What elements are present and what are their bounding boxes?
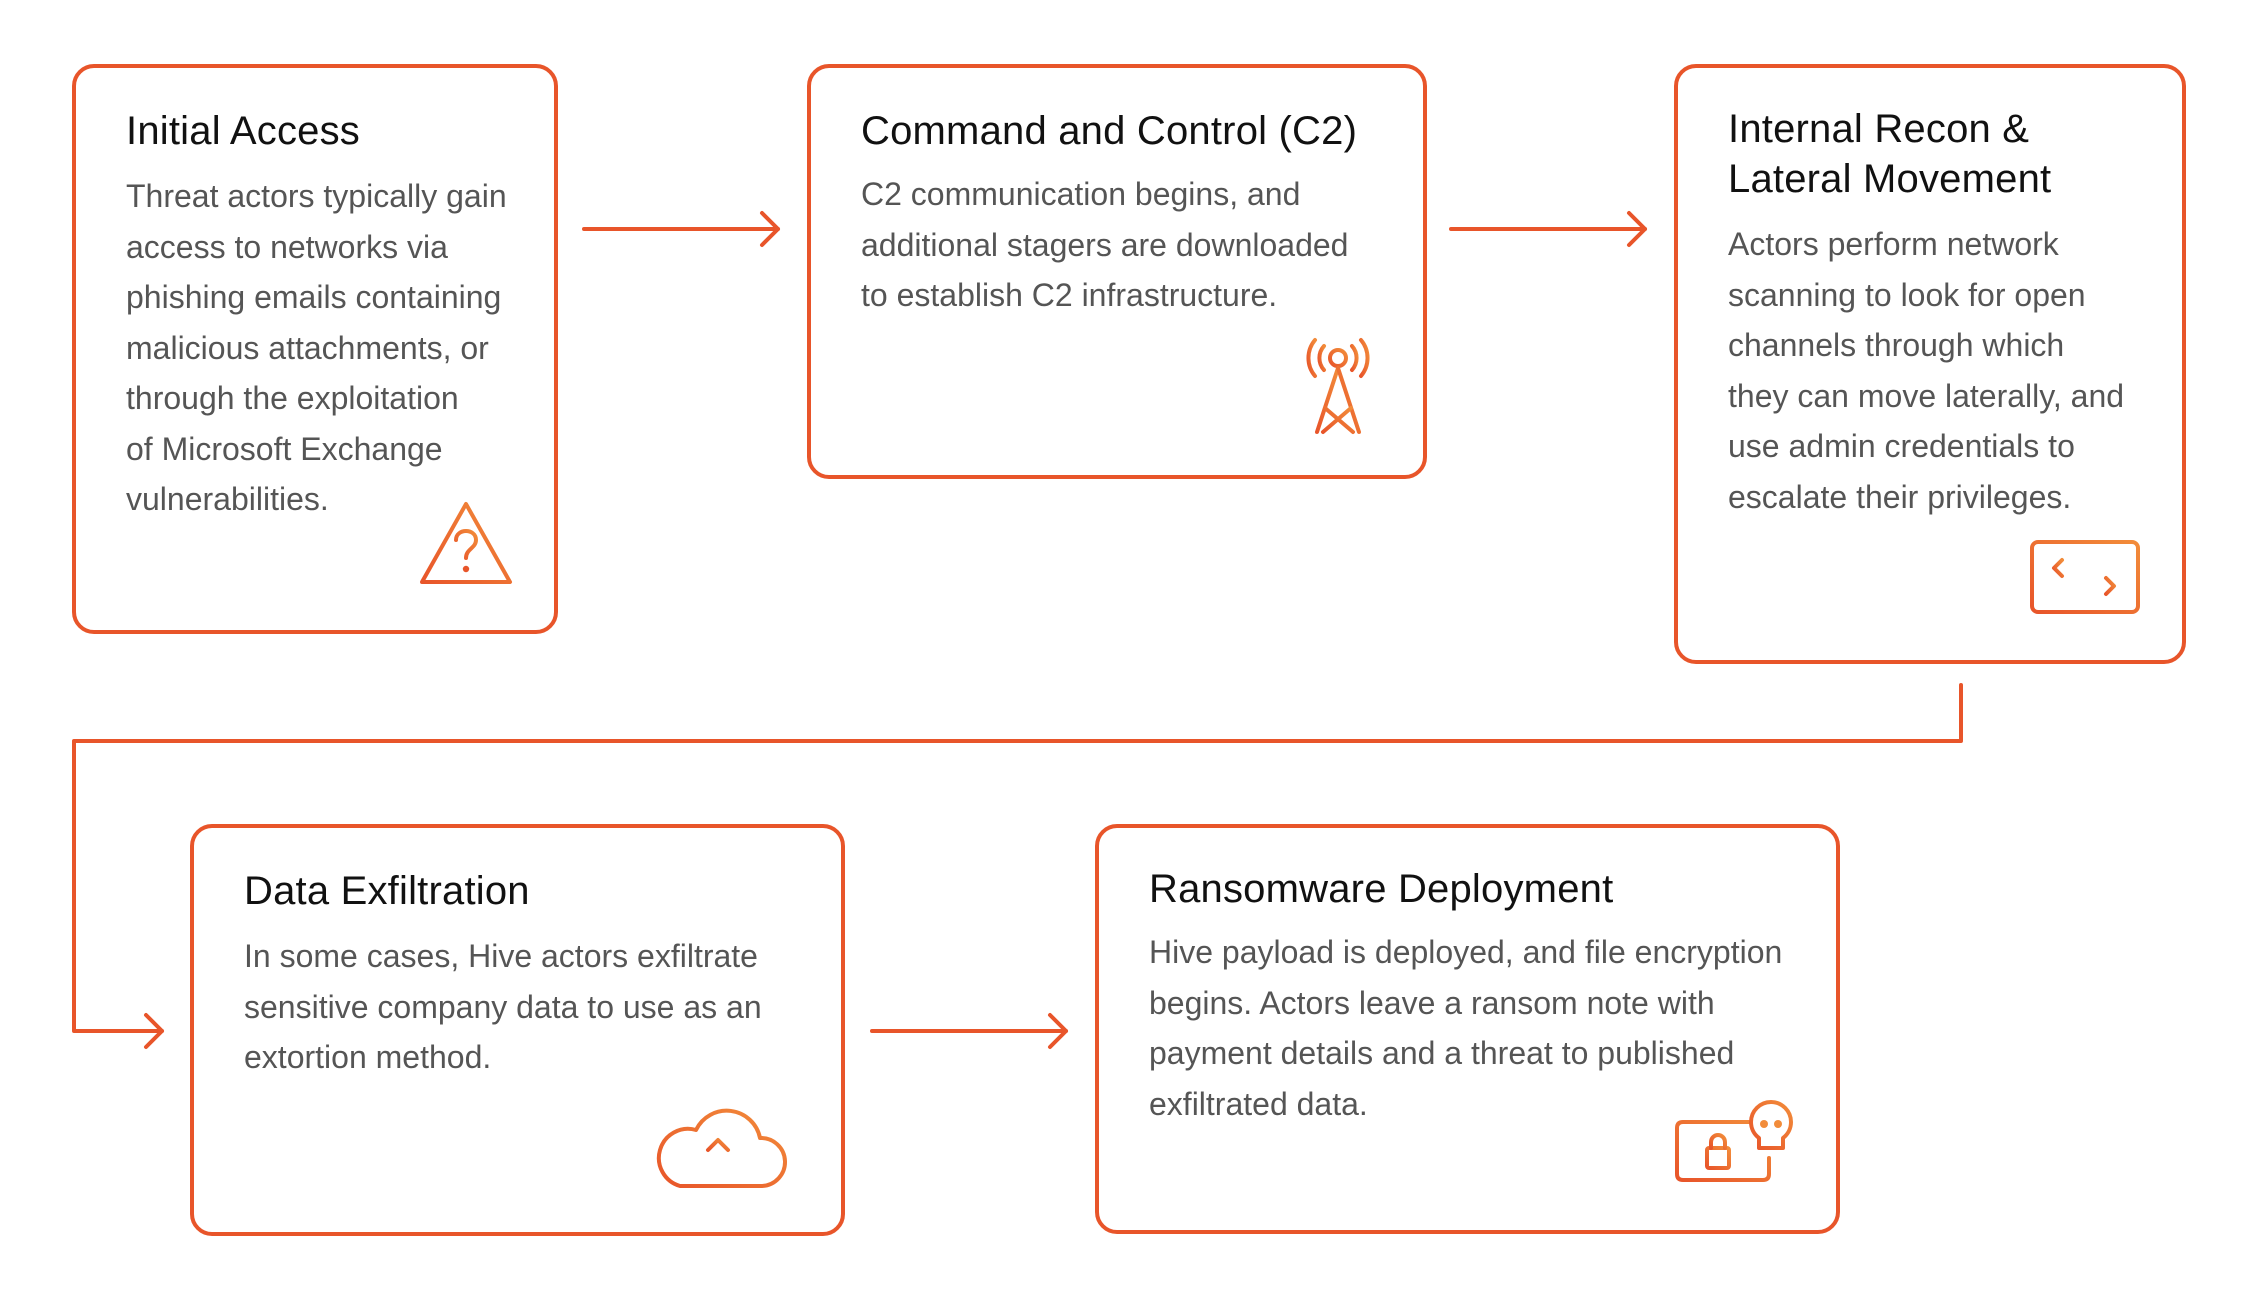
stage-card-ransomware-deployment: Ransomware Deployment Hive payload is de…	[1095, 824, 1840, 1234]
stage-description: C2 communication begins, and additional …	[861, 176, 1349, 313]
stage-description: Actors perform network scanning to look …	[1728, 226, 2125, 515]
stage-title: Initial Access	[126, 109, 361, 153]
stage-card-data-exfiltration: Data Exfiltration In some cases, Hive ac…	[190, 824, 845, 1236]
arrow-initial-to-c2	[582, 211, 780, 247]
stage-description: Hive payload is deployed, and file encry…	[1149, 934, 1783, 1122]
stage-card-command-and-control: Command and Control (C2) C2 communicatio…	[807, 64, 1427, 479]
laptop-lock-skull-icon	[1671, 1100, 1793, 1194]
stage-description: In some cases, Hive actors exfiltrate se…	[244, 938, 762, 1075]
stage-card-initial-access: Initial Access Threat actors typically g…	[72, 64, 558, 634]
warning-question-icon	[420, 502, 512, 584]
laptop-transfer-icon	[2022, 540, 2146, 628]
arrow-c2-to-recon	[1449, 211, 1647, 247]
radio-tower-icon	[1306, 338, 1370, 434]
arrow-exfiltration-to-ransomware	[870, 1013, 1068, 1049]
cloud-upload-icon	[656, 1108, 787, 1188]
stage-card-internal-recon: Internal Recon & Lateral Movement Actors…	[1674, 64, 2186, 664]
stage-title: Data Exfiltration	[244, 869, 530, 913]
stage-title: Internal Recon & Lateral Movement	[1728, 107, 2052, 201]
stage-title: Command and Control (C2)	[861, 109, 1358, 153]
stage-description: Threat actors typically gain access to n…	[126, 178, 507, 517]
stage-title: Ransomware Deployment	[1149, 867, 1614, 911]
